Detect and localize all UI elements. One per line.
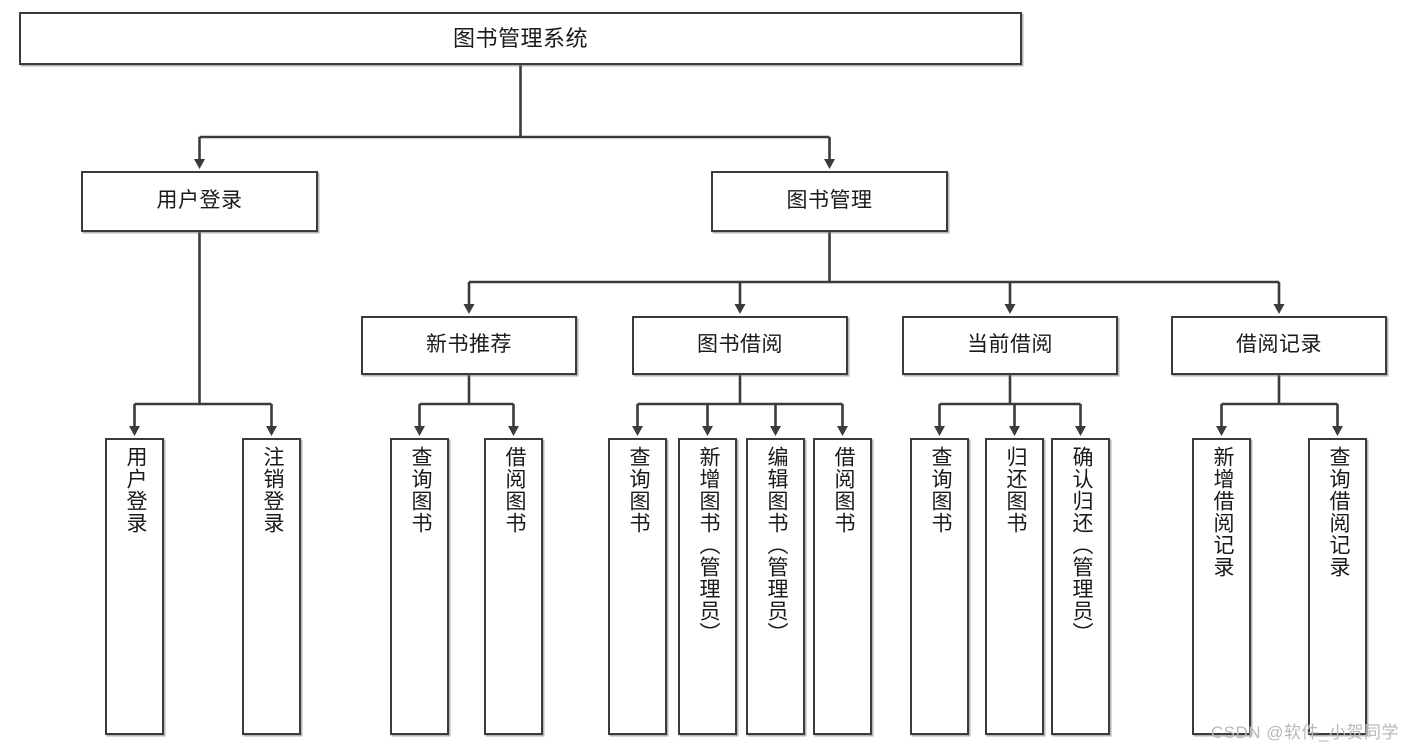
node-label-borrow: 图书借阅: [697, 333, 783, 357]
node-nb-borrow[interactable]: 借阅图书: [484, 438, 543, 735]
node-bo-add[interactable]: 新增图书（管理员）: [678, 438, 737, 735]
node-label-nb-borrow: 借阅图书: [502, 446, 526, 534]
node-label-re-add: 新增借阅记录: [1210, 446, 1234, 578]
node-label-cu-return: 归还图书: [1003, 446, 1027, 534]
node-label-bo-query: 查询图书: [626, 446, 650, 534]
node-label-cu-query: 查询图书: [928, 446, 952, 534]
node-bo-lend[interactable]: 借阅图书: [813, 438, 872, 735]
node-label-newbook: 新书推荐: [426, 333, 512, 357]
node-re-query[interactable]: 查询借阅记录: [1308, 438, 1367, 735]
node-label-login-out: 注销登录: [260, 446, 284, 534]
node-label-re-query: 查询借阅记录: [1326, 446, 1350, 578]
node-bookmgmt[interactable]: 图书管理: [711, 171, 948, 232]
node-label-records: 借阅记录: [1236, 333, 1322, 357]
node-borrow[interactable]: 图书借阅: [632, 316, 848, 375]
node-label-nb-query: 查询图书: [408, 446, 432, 534]
node-login-in[interactable]: 用户登录: [105, 438, 164, 735]
node-label-cu-confirm: 确认归还（管理员）: [1069, 446, 1093, 644]
node-cu-return[interactable]: 归还图书: [985, 438, 1044, 735]
node-bo-edit[interactable]: 编辑图书（管理员）: [746, 438, 805, 735]
node-login-out[interactable]: 注销登录: [242, 438, 301, 735]
node-bo-query[interactable]: 查询图书: [608, 438, 667, 735]
node-current[interactable]: 当前借阅: [902, 316, 1118, 375]
node-label-current: 当前借阅: [967, 333, 1053, 357]
node-re-add[interactable]: 新增借阅记录: [1192, 438, 1251, 735]
node-label-root: 图书管理系统: [452, 25, 588, 51]
node-records[interactable]: 借阅记录: [1171, 316, 1387, 375]
node-root[interactable]: 图书管理系统: [19, 12, 1022, 65]
node-login[interactable]: 用户登录: [81, 171, 318, 232]
node-cu-query[interactable]: 查询图书: [910, 438, 969, 735]
node-newbook[interactable]: 新书推荐: [361, 316, 577, 375]
node-label-bo-edit: 编辑图书（管理员）: [764, 446, 788, 644]
node-cu-confirm[interactable]: 确认归还（管理员）: [1051, 438, 1110, 735]
node-nb-query[interactable]: 查询图书: [390, 438, 449, 735]
node-label-bo-add: 新增图书（管理员）: [696, 446, 720, 644]
node-label-bookmgmt: 图书管理: [786, 189, 873, 213]
node-label-login: 用户登录: [156, 189, 243, 213]
watermark: CSDN @软件_小贺同学: [1210, 723, 1399, 742]
node-label-login-in: 用户登录: [123, 446, 147, 534]
node-label-bo-lend: 借阅图书: [831, 446, 855, 534]
